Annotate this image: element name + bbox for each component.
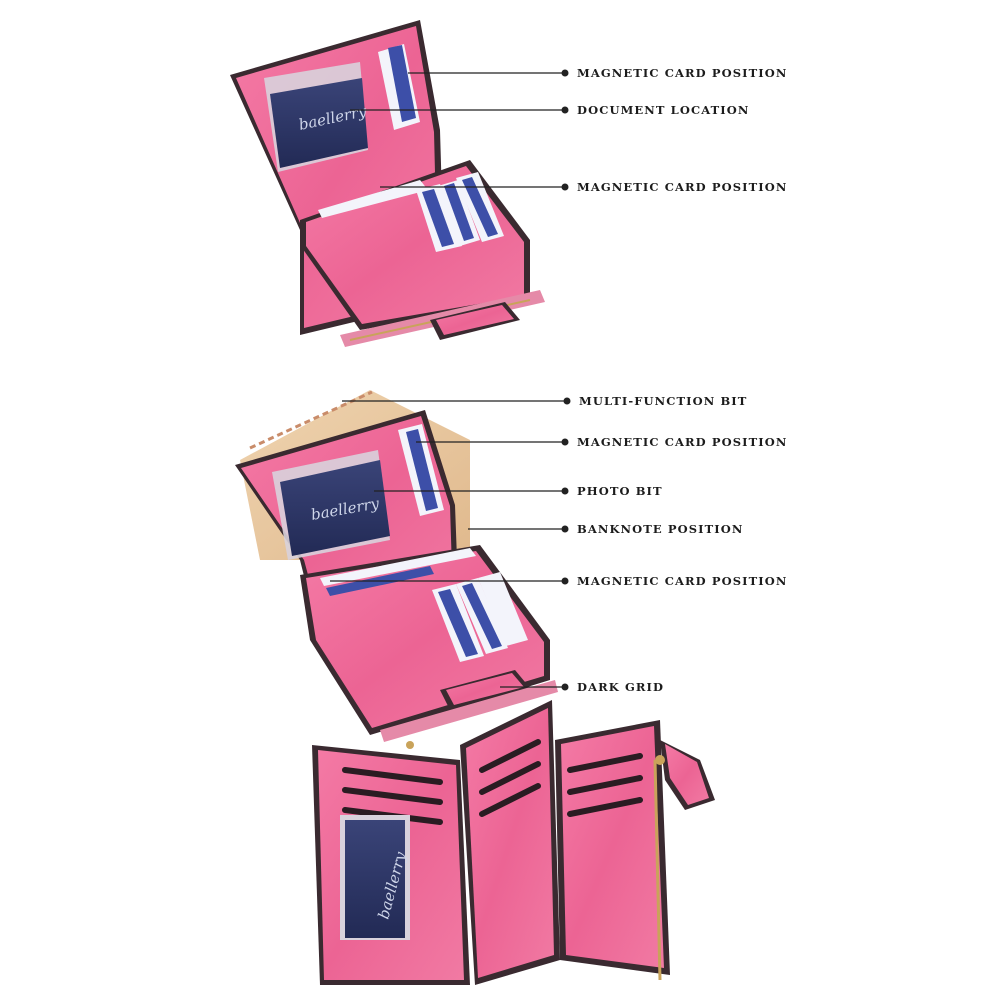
callout-dot (561, 106, 569, 114)
callout-label: MAGNETIC CARD POSITION (577, 574, 787, 588)
callout-dot (561, 69, 569, 77)
callout-dot (561, 577, 569, 585)
callout-label: PHOTO BIT (577, 484, 663, 498)
callout-label: DOCUMENT LOCATION (577, 103, 749, 117)
callout-label: MULTI-FUNCTION BIT (579, 394, 747, 408)
slot-lines-right (567, 753, 643, 817)
callout: MAGNETIC CARD POSITION (416, 435, 787, 449)
callout-dot (561, 183, 569, 191)
callout-dot (561, 438, 569, 446)
callout-label: MAGNETIC CARD POSITION (577, 435, 787, 449)
callout-dot (561, 525, 569, 533)
callout: PHOTO BIT (374, 484, 663, 498)
wallet-open-middle: baellerry (235, 390, 558, 749)
wallet-open-bottom: baellerry (312, 700, 715, 985)
slot-lines-middle (479, 739, 541, 817)
id-window: baellerry (340, 815, 410, 940)
callout: MAGNETIC CARD POSITION (408, 66, 787, 80)
wallet-open-top: baellerry (230, 20, 545, 347)
callout: BANKNOTE POSITION (468, 522, 744, 536)
callout-label: DARK GRID (577, 680, 664, 694)
callout: DARK GRID (500, 680, 664, 694)
callout-dot (561, 683, 569, 691)
callout-label: BANKNOTE POSITION (577, 522, 744, 536)
callout: DOCUMENT LOCATION (350, 103, 749, 117)
callout: MAGNETIC CARD POSITION (380, 180, 787, 194)
callout: MULTI-FUNCTION BIT (342, 394, 747, 408)
callout-layer: MAGNETIC CARD POSITION DOCUMENT LOCATION… (330, 66, 787, 694)
photo-window: baellerry (272, 450, 390, 560)
callout-label: MAGNETIC CARD POSITION (577, 66, 787, 80)
callout-label: MAGNETIC CARD POSITION (577, 180, 787, 194)
document-window: baellerry (264, 62, 369, 172)
callout-dot (563, 397, 571, 405)
callout-dot (561, 487, 569, 495)
callout: MAGNETIC CARD POSITION (330, 574, 787, 588)
zipper-pull (653, 740, 715, 981)
